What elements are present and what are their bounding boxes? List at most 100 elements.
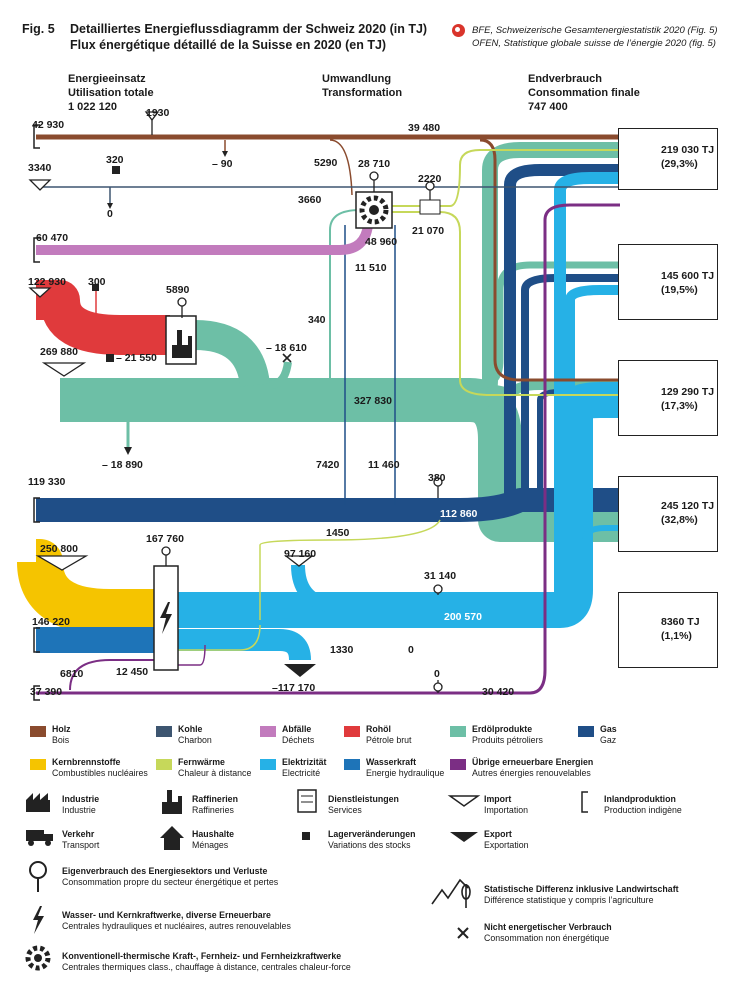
consumer-pct: (19,5%) [661,284,698,296]
flow-waste [36,224,373,255]
section-transform: Umwandlung Transformation [322,72,402,100]
label-stock-21550: – 21 550 [116,352,157,364]
label-oil-main: 327 830 [354,395,392,407]
legend-own-consumption: Eigenverbrauch des Energiesektors und Ve… [62,866,278,888]
legend-label-fr: Services [328,805,362,815]
legend-label-fr: Combustibles nucléaires [52,768,148,778]
legend-label-fr: Electricité [282,768,321,778]
legend-label-fr: Ménages [192,840,229,850]
consumer-value: 245 120 TJ [661,500,715,512]
legend-label-fr: Production indigène [604,805,682,815]
consumer-value: 129 290 TJ [661,386,715,398]
consumer-pct: (32,8%) [661,514,698,526]
label-t-11510: 11 510 [355,262,387,274]
label-oil-in: 269 880 [40,346,78,358]
section-transform-fr: Transformation [322,87,403,99]
legend-label-fr: Produits pétroliers [472,735,543,745]
legend-statistical: Statistische Differenz inklusive Landwir… [484,884,679,906]
legend-label: Gas [600,724,617,734]
flow-dh-from-hydro [178,624,261,651]
consumer-pct: (29,3%) [661,158,698,170]
flow-elec-import [291,564,332,612]
label-hydro-1450: 1450 [326,527,350,539]
legend-swatch [30,726,46,737]
legend-label: Konventionell-thermische Kraft-, Fernhei… [62,951,342,961]
legend-label: Erdölprodukte [472,724,533,734]
title-fr: Flux énergétique détaillé de la Suisse e… [70,38,387,52]
label-renew-6810: 6810 [60,668,84,680]
non-energy-icon [282,353,292,363]
legend-label-fr: Industrie [62,805,96,815]
legend-label: Wasserkraft [366,757,417,767]
legend-label: Elektrizität [282,757,327,767]
flow-dh-1450 [259,519,441,620]
legend-label-fr: Consommation non énergétique [484,933,610,943]
consumer-value: 145 600 TJ [661,270,715,282]
flow-district-heat-h [390,149,620,207]
label-nuclear-in: 250 800 [40,543,78,555]
legend-label-fr: Variations des stocks [328,840,411,850]
legend-label-fr: Centrales thermiques class., chauffage à… [62,962,351,972]
legend-swatch [344,726,360,737]
label-hydro-in: 146 220 [32,616,70,628]
label-wood-own: 1930 [146,107,170,119]
legend-label: Eigenverbrauch des Energiesektors und Ve… [62,866,268,876]
label-gas-380: 380 [428,472,446,484]
legend-swatch [450,759,466,770]
flow-oil-to-thermal [329,209,361,400]
legend-label: Fernwärme [178,757,225,767]
legend-label-fr: Bois [52,735,70,745]
label-coal-zero: 0 [107,208,113,220]
label-refinery-own: 5890 [166,284,190,296]
label-gas-in: 119 330 [28,476,66,488]
flow-wood-to-thermal [329,139,353,196]
flow-renew-from-plant [178,644,206,666]
legend-label: Import [484,794,512,804]
legend-label: Raffinerien [192,794,238,804]
refinery-icon [172,330,192,358]
flow-nuclear [17,539,158,635]
legend-label: Nicht energetischer Verbrauch [484,922,612,932]
consumer-pct: (17,3%) [661,400,698,412]
legend-swatch [578,726,594,737]
consumer-industry: 145 600 TJ (19,5%) [618,244,718,320]
legend-label-fr: Importation [484,805,529,815]
source: BFE, Schweizerische Gesamtenergiestatist… [472,24,718,50]
flow-renew-to-plant [69,659,155,691]
label-gas-main: 112 860 [440,508,478,520]
flow-elec-export [178,629,311,661]
legend-label: Kohle [178,724,203,734]
section-final: Endverbrauch Consommation finale 747 400 [528,72,640,114]
label-oil-export: – 18 890 [102,459,143,471]
flow-crude-oil [36,280,170,355]
legend-label-fr: Déchets [282,735,315,745]
legend-label-fr: Autres énergies renouvelables [472,768,591,778]
label-elec-1330: 1330 [330,644,354,656]
consumer-services: 129 290 TJ (17,3%) [618,360,718,436]
label-crude-300: 300 [88,276,106,288]
label-crude-in: 122 930 [28,276,66,288]
legend-label: Wasser- und Kernkraftwerke, diverse Erne… [62,910,271,920]
district-heat-node [419,199,441,215]
consumer-households: 219 030 TJ(29,3%) [618,128,718,190]
label-elec-main: 200 570 [444,611,482,623]
label-gas-11460: 11 460 [368,459,400,471]
legend-swatch [260,759,276,770]
legend-label-fr: Gaz [600,735,617,745]
label-renew-in: 37 390 [30,686,63,698]
flow-district-heat [390,211,620,396]
section-final-de: Endverbrauch [528,73,602,85]
legend-power-plant: Wasser- und Kernkraftwerke, diverse Erne… [62,910,291,932]
consumer-transport: 245 120 TJ (32,8%) [618,476,718,552]
label-gas-7420: 7420 [316,459,340,471]
legend-label-fr: Chaleur à distance [178,768,252,778]
legend-label: Lagerveränderungen [328,829,416,839]
